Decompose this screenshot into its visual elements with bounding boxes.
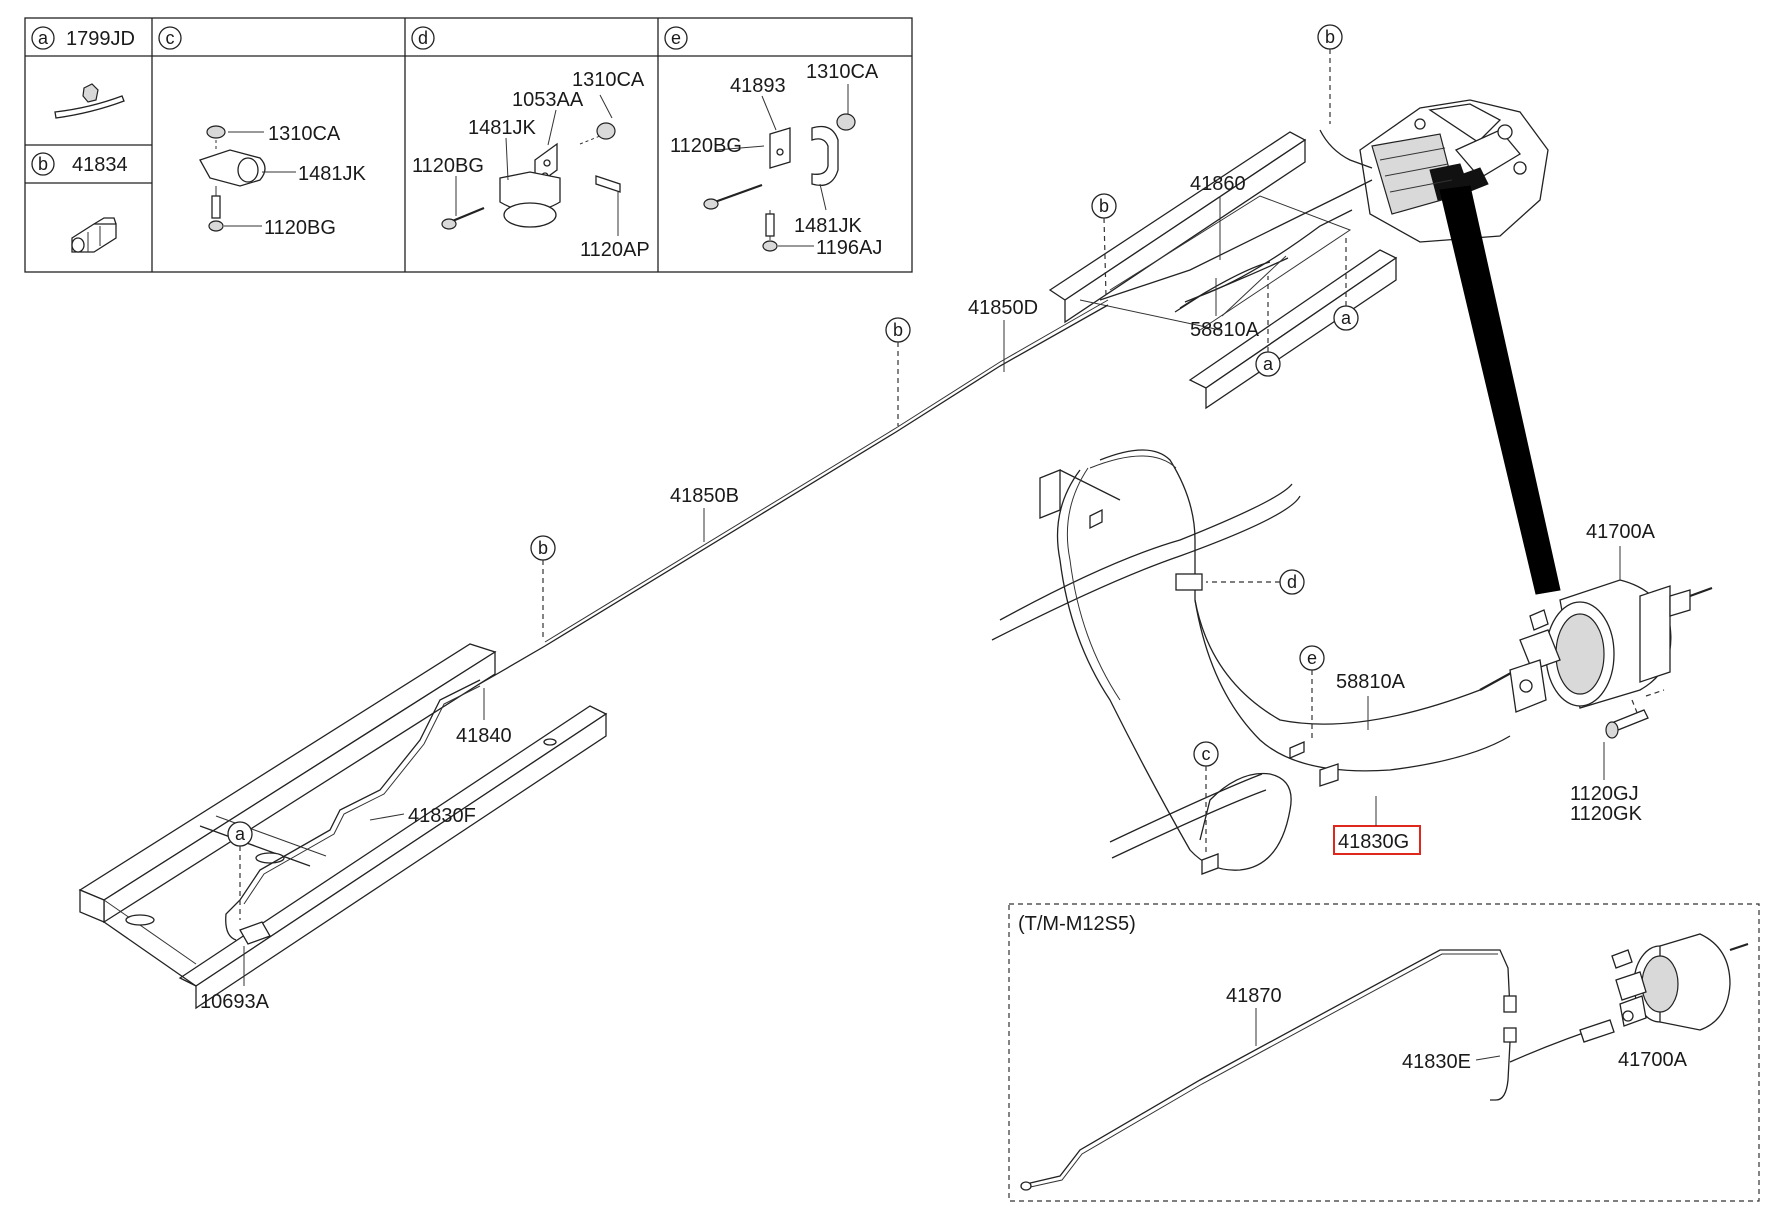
label-1120GJ: 1120GJ: [1570, 783, 1639, 805]
legend-d-part-2: 1053AA: [512, 89, 584, 111]
legend-c-part-1: 1310CA: [268, 123, 341, 145]
legend-code-b: 41834: [72, 154, 128, 176]
svg-text:b: b: [1325, 27, 1335, 47]
label-41700A: 41700A: [1586, 521, 1656, 543]
inset-clutch-booster: [1611, 933, 1749, 1031]
callouts: b b b b a a a: [227, 24, 1359, 920]
legend-e-part-2: 1310CA: [806, 61, 879, 83]
legend-e-part-3: 1120BG: [670, 135, 742, 157]
label-41830F: 41830F: [408, 805, 476, 827]
legend-d-part-4: 1120BG: [412, 155, 484, 177]
label-10693A: 10693A: [200, 991, 270, 1013]
bolt-1120GJ: [1605, 709, 1649, 739]
legend-e-part-5: 1196AJ: [816, 237, 882, 259]
callout-b-1: b: [1317, 24, 1343, 124]
legend-d-part-3: 1481JK: [468, 117, 536, 139]
callout-b-4: b: [530, 535, 556, 640]
clamp-icon: [199, 125, 266, 232]
top-clutch-lines: [1099, 129, 1373, 313]
highlight-box: [1333, 825, 1421, 855]
inset-title: (T/M-M12S5): [1018, 913, 1136, 935]
svg-text:b: b: [1099, 196, 1109, 216]
legend-table: a 1799JD b 41834 c: [24, 17, 913, 273]
legend-e-part-4: 1481JK: [794, 215, 862, 237]
inset-label-41830E: 41830E: [1402, 1051, 1471, 1073]
transmission-assembly: [1359, 99, 1549, 243]
callout-a-2: a: [1255, 276, 1281, 377]
svg-text:a: a: [1263, 354, 1274, 374]
callout-d: d: [1206, 569, 1305, 595]
legend-code-a: 1799JD: [66, 28, 135, 50]
view-pointer-wedge: [1439, 185, 1561, 595]
inset-label-41870: 41870: [1226, 985, 1282, 1007]
callout-b-3: b: [885, 317, 911, 426]
part-labels: 41860 41850D 58810A 41850B 41840 41830F …: [200, 173, 1656, 1013]
callout-a-3: a: [227, 821, 253, 920]
legend-cell-d: d 1310CA 1053AA 1481JK 1120BG 1: [411, 26, 650, 261]
legend-d-part-1: 1310CA: [572, 69, 645, 91]
svg-text:c: c: [1202, 744, 1211, 764]
label-1120GK: 1120GK: [1570, 803, 1643, 825]
inset-label-41700A: 41700A: [1618, 1049, 1688, 1071]
callout-letter: c: [166, 28, 175, 48]
label-58810A: 58810A: [1336, 671, 1406, 693]
fitting-icon: [71, 217, 117, 253]
svg-text:a: a: [235, 824, 246, 844]
label-41850D: 41850D: [968, 297, 1038, 319]
detail-frame-cross: [991, 469, 1301, 859]
label-41860: 41860: [1190, 173, 1246, 195]
svg-text:e: e: [1307, 648, 1317, 668]
callout-letter: b: [38, 154, 48, 174]
bracket-clamp-icon: [441, 122, 621, 230]
legend-cell-e: e 41893 1310CA 1120BG 1481JK 1196AJ: [664, 26, 882, 259]
cable-tie-icon: [54, 83, 125, 119]
upper-frame-rail: [1048, 131, 1398, 410]
lower-frame: [78, 643, 608, 1010]
detail-pipes: [1056, 449, 1521, 871]
clutch-booster-41700A: [1509, 579, 1713, 721]
callout-letter: a: [38, 28, 49, 48]
svg-text:b: b: [538, 538, 548, 558]
clutch-pipe-run: [464, 299, 1109, 693]
callout-letter: d: [418, 28, 428, 48]
label-41850B: 41850B: [670, 485, 739, 507]
legend-cell-c: c 1310CA 1481JK 1120BG: [158, 26, 366, 239]
label-58810A-top: 58810A: [1190, 319, 1260, 341]
svg-text:d: d: [1287, 572, 1297, 592]
legend-c-part-3: 1120BG: [264, 217, 336, 239]
label-41840: 41840: [456, 725, 512, 747]
bracket-clamp-icon: [703, 113, 856, 252]
callout-c: c: [1193, 741, 1219, 852]
inset-variant: (T/M-M12S5) 41870 41830E 41700A: [1008, 903, 1760, 1202]
legend-c-part-2: 1481JK: [298, 163, 366, 185]
lower-clutch-line: [225, 679, 481, 945]
callout-a-1: a: [1333, 236, 1359, 331]
legend-e-part-1: 41893: [730, 75, 786, 97]
label-41830G: 41830G: [1338, 831, 1409, 853]
legend-cell-b: b 41834: [31, 152, 128, 253]
callout-b-2: b: [1091, 193, 1117, 297]
callout-letter: e: [671, 28, 681, 48]
svg-text:a: a: [1341, 308, 1352, 328]
legend-cell-a: a 1799JD: [31, 26, 135, 119]
callout-e: e: [1299, 645, 1325, 742]
svg-text:b: b: [893, 320, 903, 340]
legend-d-part-5: 1120AP: [580, 239, 650, 261]
detail-clips: [1089, 508, 1339, 875]
